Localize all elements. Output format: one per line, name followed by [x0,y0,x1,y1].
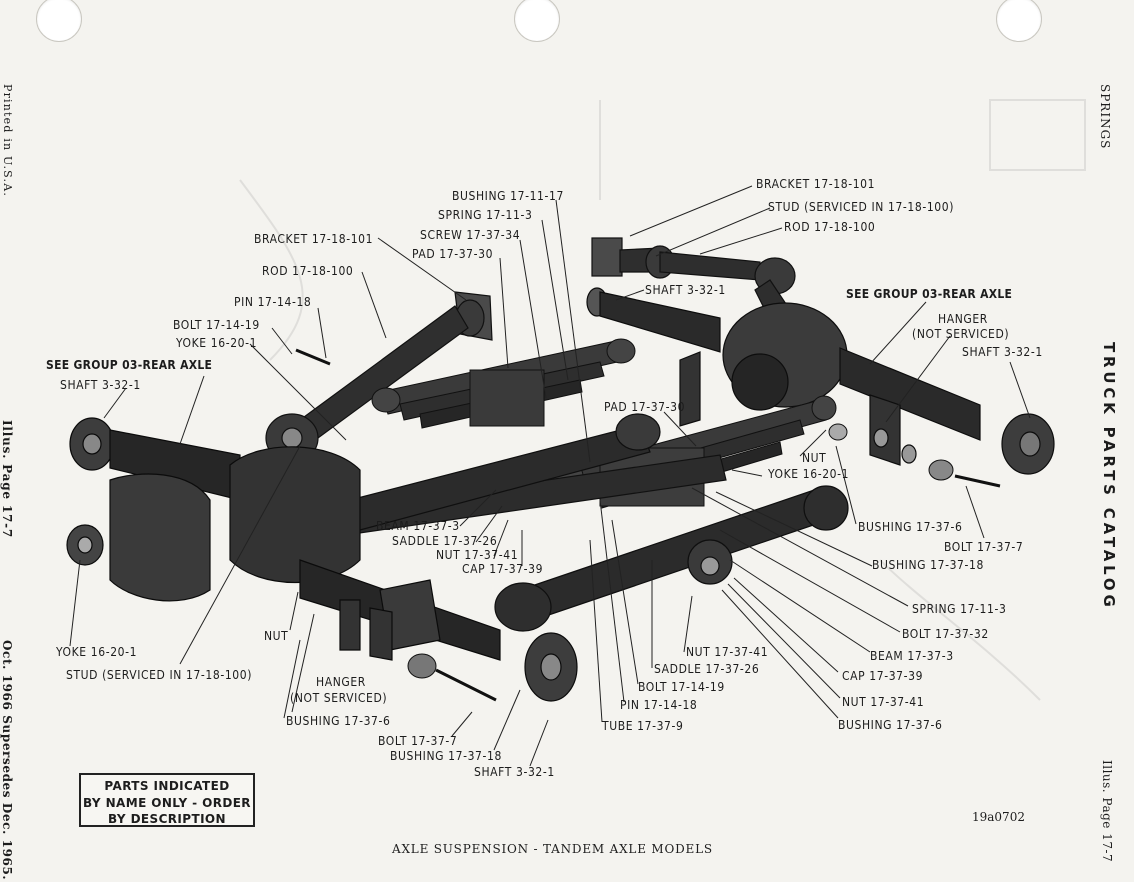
label-bushing-17-11-17: BUSHING 17-11-17 [452,189,564,203]
label-hanger-bottom: HANGER [316,675,366,689]
label-pad-17-37-30: PAD 17-37-30 [412,247,494,261]
label-rod-left: ROD 17-18-100 [262,264,354,278]
equalizer-beams [349,413,849,632]
rear-axle-housing [586,287,1055,475]
label-pin-17-14-18: PIN 17-14-18 [234,295,312,309]
label-spring-17-11-3-r: SPRING 17-11-3 [912,602,1007,616]
label-bushing-17-37-6-br: BUSHING 17-37-6 [838,718,943,732]
loose-hardware [295,348,1001,702]
label-tube-17-37-9: TUBE 17-37-9 [602,719,684,733]
figure-caption: AXLE SUSPENSION - TANDEM AXLE MODELS [392,842,713,856]
label-rod-right: ROD 17-18-100 [784,220,876,234]
label-bushing-17-37-6-bl: BUSHING 17-37-6 [286,714,391,728]
label-cap-17-37-39-r: CAP 17-37-39 [842,669,924,683]
label-beam-17-37-3-r: BEAM 17-37-3 [870,649,954,663]
binder-hole [514,0,560,42]
label-shaft-left: SHAFT 3-32-1 [60,378,141,392]
label-nut-17-37-41-c: NUT 17-37-41 [686,645,769,659]
faint-bleedthrough [239,99,1086,701]
label-beam-17-37-3-l: BEAM 17-37-3 [376,519,460,533]
label-not-serviced-right: (NOT SERVICED) [912,327,1010,341]
label-pin-17-14-18-c: PIN 17-14-18 [620,698,698,712]
label-nut-bottom: NUT [264,629,289,643]
label-nut-17-37-41-l: NUT 17-37-41 [436,548,519,562]
notice-line-1: PARTS INDICATED [104,779,230,793]
rear-torque-rod [591,237,796,321]
binder-hole [36,0,82,42]
label-bushing-17-37-18-b: BUSHING 17-37-18 [390,749,502,763]
label-shaft-bottom: SHAFT 3-32-1 [474,765,555,779]
label-shaft-right: SHAFT 3-32-1 [962,345,1043,359]
label-bolt-17-37-7-r: BOLT 17-37-7 [944,540,1024,554]
label-bushing-17-37-18-r: BUSHING 17-37-18 [872,558,984,572]
label-shaft-mid: SHAFT 3-32-1 [645,283,726,297]
label-bolt-17-37-7-b: BOLT 17-37-7 [378,734,458,748]
leader-lines [69,185,1031,767]
figure-code: 19a0702 [972,810,1025,824]
label-see-group-right: SEE GROUP 03-REAR AXLE [846,287,1013,301]
label-see-group-left: SEE GROUP 03-REAR AXLE [46,358,213,372]
label-saddle-17-37-26-c: SADDLE 17-37-26 [654,662,760,676]
label-hanger-right: HANGER [938,312,988,326]
parts-notice-box: PARTS INDICATED BY NAME ONLY - ORDER BY … [79,773,255,827]
label-bushing-17-37-6-r: BUSHING 17-37-6 [858,520,963,534]
label-stud-bottom-left: STUD (SERVICED IN 17-18-100) [66,668,253,682]
label-screw-17-37-34: SCREW 17-37-34 [420,228,521,242]
label-bolt-17-14-19-c: BOLT 17-14-19 [638,680,725,694]
label-nut-mid: NUT [802,451,827,465]
notice-line-2: BY NAME ONLY - ORDER [83,795,251,810]
label-not-serviced-bottom: (NOT SERVICED) [290,691,388,705]
label-yoke-mid: YOKE 16-20-1 [768,467,850,481]
label-bracket-right: BRACKET 17-18-101 [756,177,876,191]
notice-line-3: BY DESCRIPTION [108,812,226,826]
label-bracket-left: BRACKET 17-18-101 [254,232,374,246]
front-axle-housing [66,417,578,702]
label-bolt-17-14-19: BOLT 17-14-19 [173,318,260,332]
label-yoke-top-left: YOKE 16-20-1 [176,336,258,350]
binder-hole [996,0,1042,42]
label-cap-17-37-39-l: CAP 17-37-39 [462,562,544,576]
label-yoke-bottom-left: YOKE 16-20-1 [56,645,138,659]
label-saddle-17-37-26-l: SADDLE 17-37-26 [392,534,498,548]
label-bolt-17-37-32: BOLT 17-37-32 [902,627,989,641]
label-pad-17-37-30-mid: PAD 17-37-30 [604,400,686,414]
label-stud-right: STUD (SERVICED IN 17-18-100) [768,200,955,214]
label-nut-17-37-41-r: NUT 17-37-41 [842,695,925,709]
label-spring-17-11-3: SPRING 17-11-3 [438,208,533,222]
